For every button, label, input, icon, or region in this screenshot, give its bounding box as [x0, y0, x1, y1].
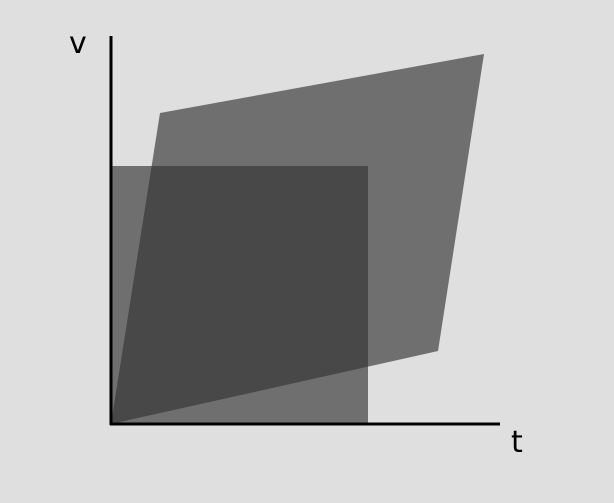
x-axis-label: t	[511, 425, 523, 460]
parallelogram-region	[111, 54, 484, 424]
y-axis-label: v	[69, 26, 87, 61]
